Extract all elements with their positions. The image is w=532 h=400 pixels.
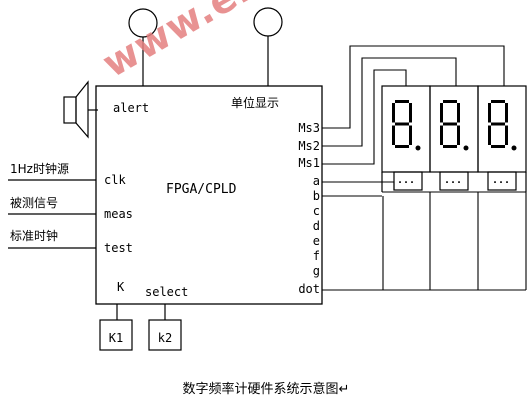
pin-a: a [312,174,320,188]
pin-d: d [312,219,320,233]
pin-select: select [145,285,189,299]
pin-ms1: Ms1 [298,156,320,170]
unit-indicator-icon [253,7,283,86]
display-dots-2: ... [444,175,463,186]
pin-e: e [312,234,320,248]
fpga-cpld-chip [95,85,323,305]
pin-b: b [312,189,320,203]
seven-segment-displays [381,85,527,192]
pin-meas: meas [104,207,133,221]
figure-caption: 数字频率计硬件系统示意图↵ [182,382,350,397]
input-source-standard-clock: 标准时钟 [10,229,59,243]
pin-c: c [312,204,320,218]
input-source-measured: 被测信号 [10,196,59,210]
seven-segment-digit-3 [488,100,517,151]
alert-indicator-icon [128,8,158,86]
speaker-icon [63,80,98,139]
display-dots-1: ... [397,175,416,186]
button-k2-label: k2 [157,331,173,345]
pin-clk: clk [104,173,126,187]
chip-label: FPGA/CPLD [166,182,237,197]
input-source-1hz: 1Hz时钟源 [10,162,69,176]
pin-alert: alert [113,101,150,115]
seven-segment-digit-1 [392,100,421,151]
pin-k: K [117,280,125,294]
pin-ms3: Ms3 [298,121,320,135]
pin-g: g [312,264,320,278]
seven-segment-digit-2 [440,100,469,151]
button-k1-label: K1 [108,331,124,345]
pin-test: test [104,241,133,255]
pin-ms2: Ms2 [298,139,320,153]
k1-button [99,319,133,351]
display-dots-3: ... [492,175,511,186]
unit-display-label: 单位显示 [231,96,280,110]
k2-button [148,319,182,351]
pin-dot: dot [298,282,320,296]
pin-f: f [312,249,320,263]
